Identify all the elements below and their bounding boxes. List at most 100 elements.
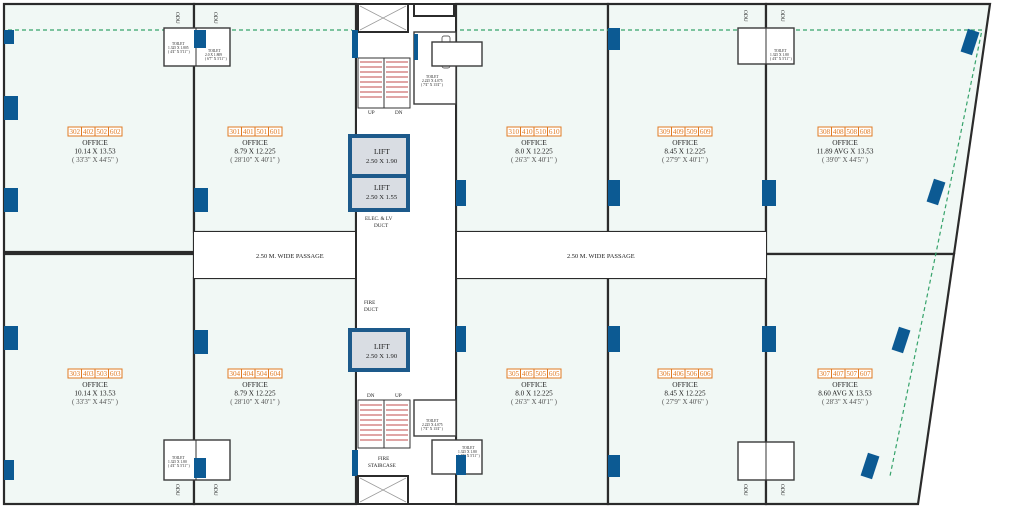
fire-staircase-line2: STAIRCASE bbox=[368, 463, 396, 469]
unit-number: 401 bbox=[243, 128, 254, 136]
t2-imperial: ( 6'7" X 5'11" ) bbox=[205, 57, 227, 61]
unit-number: 301 bbox=[229, 128, 240, 136]
toilet-top-left-window bbox=[194, 30, 206, 48]
unit-number: 409 bbox=[673, 128, 684, 136]
unit-number-box bbox=[268, 368, 283, 379]
odu-label-1: ODU bbox=[174, 12, 180, 24]
office-label: OFFICE bbox=[82, 138, 108, 147]
unit-number: 410 bbox=[522, 128, 533, 136]
office-size: 8.60 AVG X 13.53 bbox=[818, 390, 872, 398]
office-size-imperial: ( 26'3" X 40'1" ) bbox=[511, 398, 558, 406]
lift-top-name: LIFT bbox=[374, 147, 390, 156]
stair-bottom-dn: DN bbox=[367, 393, 375, 399]
stair-bottom-up: UP bbox=[395, 393, 402, 399]
lift-bottom[interactable] bbox=[348, 328, 410, 372]
core-toilet-bottom-imperial: ( 7'4" X 13'4" ) bbox=[421, 427, 444, 431]
bottom-void-cross bbox=[359, 477, 407, 503]
unit-number: 408 bbox=[833, 128, 844, 136]
office-label: OFFICE bbox=[242, 380, 268, 389]
t4-name: TOILET bbox=[462, 446, 475, 450]
fire-duct-line2: DUCT bbox=[364, 307, 379, 313]
elec-duct-line1: ELEC. & LV bbox=[365, 216, 393, 222]
unit-number: 601 bbox=[270, 128, 281, 136]
office-label: OFFICE bbox=[832, 138, 858, 147]
t4-size: 1.325 X 1.80 bbox=[458, 450, 477, 454]
room-303[interactable] bbox=[2, 252, 196, 506]
core-toilet-top-size: 2.225 X 4.075 bbox=[422, 79, 443, 83]
office-size-imperial: ( 33'3" X 44'5" ) bbox=[72, 156, 119, 164]
stair-top-up: UP bbox=[368, 110, 375, 116]
fire-duct-line1: FIRE bbox=[364, 300, 375, 306]
unit-number-box bbox=[698, 368, 713, 379]
t3-name: TOILET bbox=[172, 456, 185, 460]
staircase-top[interactable] bbox=[357, 57, 411, 109]
unit-number-box bbox=[108, 368, 123, 379]
unit-number: 310 bbox=[508, 128, 519, 136]
lift-mid[interactable] bbox=[348, 174, 410, 212]
office-size-imperial: ( 27'9" X 40'6" ) bbox=[662, 398, 709, 406]
lift-bottom-name: LIFT bbox=[374, 342, 390, 351]
unit-number: 307 bbox=[819, 370, 830, 378]
unit-number: 405 bbox=[522, 370, 533, 378]
lift-mid-name: LIFT bbox=[374, 183, 390, 192]
lift-top[interactable] bbox=[348, 134, 410, 178]
core-toilet-bottom[interactable] bbox=[413, 399, 457, 437]
unit-number: 607 bbox=[860, 370, 871, 378]
windows bbox=[4, 28, 980, 480]
core-toilet-top-imperial: ( 7'4" X 13'4" ) bbox=[421, 83, 444, 87]
room-308[interactable] bbox=[764, 2, 992, 256]
unit-number: 304 bbox=[229, 370, 240, 378]
office-size: 8.79 X 12.225 bbox=[234, 148, 276, 156]
unit-number-box bbox=[858, 126, 873, 137]
lift-mid-size: 2.50 X 1.55 bbox=[366, 194, 398, 201]
unit-number: 302 bbox=[69, 128, 80, 136]
unit-number: 404 bbox=[243, 370, 254, 378]
odu-label-7: ODU bbox=[742, 484, 748, 496]
t3-imperial: ( 4'4" X 5'11" ) bbox=[168, 464, 190, 468]
elec-duct-line2: DUCT bbox=[374, 223, 389, 229]
unit-number: 608 bbox=[860, 128, 871, 136]
unit-number: 306 bbox=[659, 370, 670, 378]
office-size-imperial: ( 28'10" X 40'1" ) bbox=[230, 156, 280, 164]
office-size: 8.45 X 12.225 bbox=[664, 390, 706, 398]
odu-label-6: ODU bbox=[779, 10, 785, 22]
unit-number: 502 bbox=[96, 128, 107, 136]
unit-number: 609 bbox=[700, 128, 711, 136]
unit-number: 603 bbox=[110, 370, 121, 378]
room-307[interactable] bbox=[764, 252, 956, 506]
odu-label-2: ODU bbox=[212, 12, 218, 24]
odu-label-4: ODU bbox=[212, 484, 218, 496]
top-void-right bbox=[413, 3, 455, 17]
office-size: 8.45 X 12.225 bbox=[664, 148, 706, 156]
core-toilet-top-name: TOILET bbox=[426, 75, 439, 79]
unit-number: 305 bbox=[508, 370, 519, 378]
top-void-cross bbox=[359, 5, 407, 31]
unit-number: 604 bbox=[270, 370, 281, 378]
unit-number: 505 bbox=[535, 370, 546, 378]
unit-number: 610 bbox=[549, 128, 560, 136]
stair-top-dn: DN bbox=[395, 110, 403, 116]
office-size-imperial: ( 26'3" X 40'1" ) bbox=[511, 156, 558, 164]
t5-name: TOILET bbox=[774, 49, 787, 53]
odu-label-3: ODU bbox=[174, 484, 180, 496]
staircase-bottom[interactable] bbox=[357, 399, 411, 449]
office-label: OFFICE bbox=[242, 138, 268, 147]
room-310[interactable] bbox=[454, 2, 610, 234]
unit-number: 403 bbox=[83, 370, 94, 378]
unit-number: 503 bbox=[96, 370, 107, 378]
lift-top-size: 2.50 X 1.90 bbox=[366, 158, 398, 165]
t1-name: TOILET bbox=[172, 42, 185, 46]
t5-imperial: ( 4'4" X 5'11" ) bbox=[770, 57, 792, 61]
office-label: OFFICE bbox=[521, 380, 547, 389]
office-size-imperial: ( 33'3" X 44'5" ) bbox=[72, 398, 119, 406]
t4-imperial: ( 4'4" X 5'11" ) bbox=[458, 454, 480, 458]
office-size-imperial: ( 39'0" X 44'5" ) bbox=[822, 156, 869, 164]
core-window-top bbox=[414, 34, 418, 60]
office-label: OFFICE bbox=[82, 380, 108, 389]
toilet-block-top-core[interactable] bbox=[431, 41, 483, 67]
unit-number-box bbox=[108, 126, 123, 137]
office-size: 8.0 X 12.225 bbox=[515, 390, 553, 398]
office-size-imperial: ( 27'9" X 40'1" ) bbox=[662, 156, 709, 164]
unit-number: 303 bbox=[69, 370, 80, 378]
fire-staircase-line1: FIRE bbox=[378, 456, 389, 462]
